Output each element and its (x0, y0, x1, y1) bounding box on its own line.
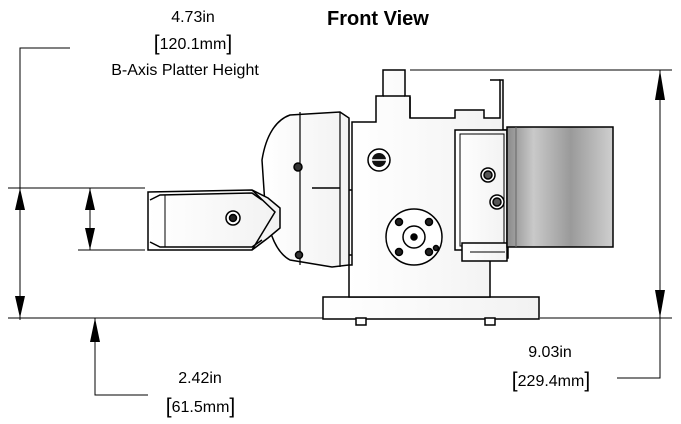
spindle-flange (385, 208, 443, 266)
platter-height-mm-value: 120.1mm (159, 36, 227, 53)
center-height-mm-value: 61.5mm (171, 399, 230, 416)
overall-height-inch: 9.03in (528, 344, 572, 361)
overall-height-mm: [229.4mm] (511, 369, 591, 392)
center-height-inch: 2.42in (178, 370, 222, 387)
overall-height-mm-value: 229.4mm (517, 373, 585, 390)
platter-height-mm: [120.1mm] (153, 32, 233, 55)
base-plate (322, 296, 540, 326)
rotary-head (261, 111, 350, 268)
b-axis-clamp (147, 189, 281, 251)
center-height-mm: [61.5mm] (165, 395, 236, 418)
body-bolt-hole (367, 148, 391, 172)
page-title: Front View (327, 8, 429, 30)
dimension-arrows (15, 70, 665, 342)
stepper-motor (506, 126, 614, 248)
platter-height-caption: B-Axis Platter Height (111, 62, 259, 79)
platter-height-inch: 4.73in (171, 9, 215, 26)
motor-housing (454, 129, 508, 262)
dimension-lines (8, 47, 672, 396)
